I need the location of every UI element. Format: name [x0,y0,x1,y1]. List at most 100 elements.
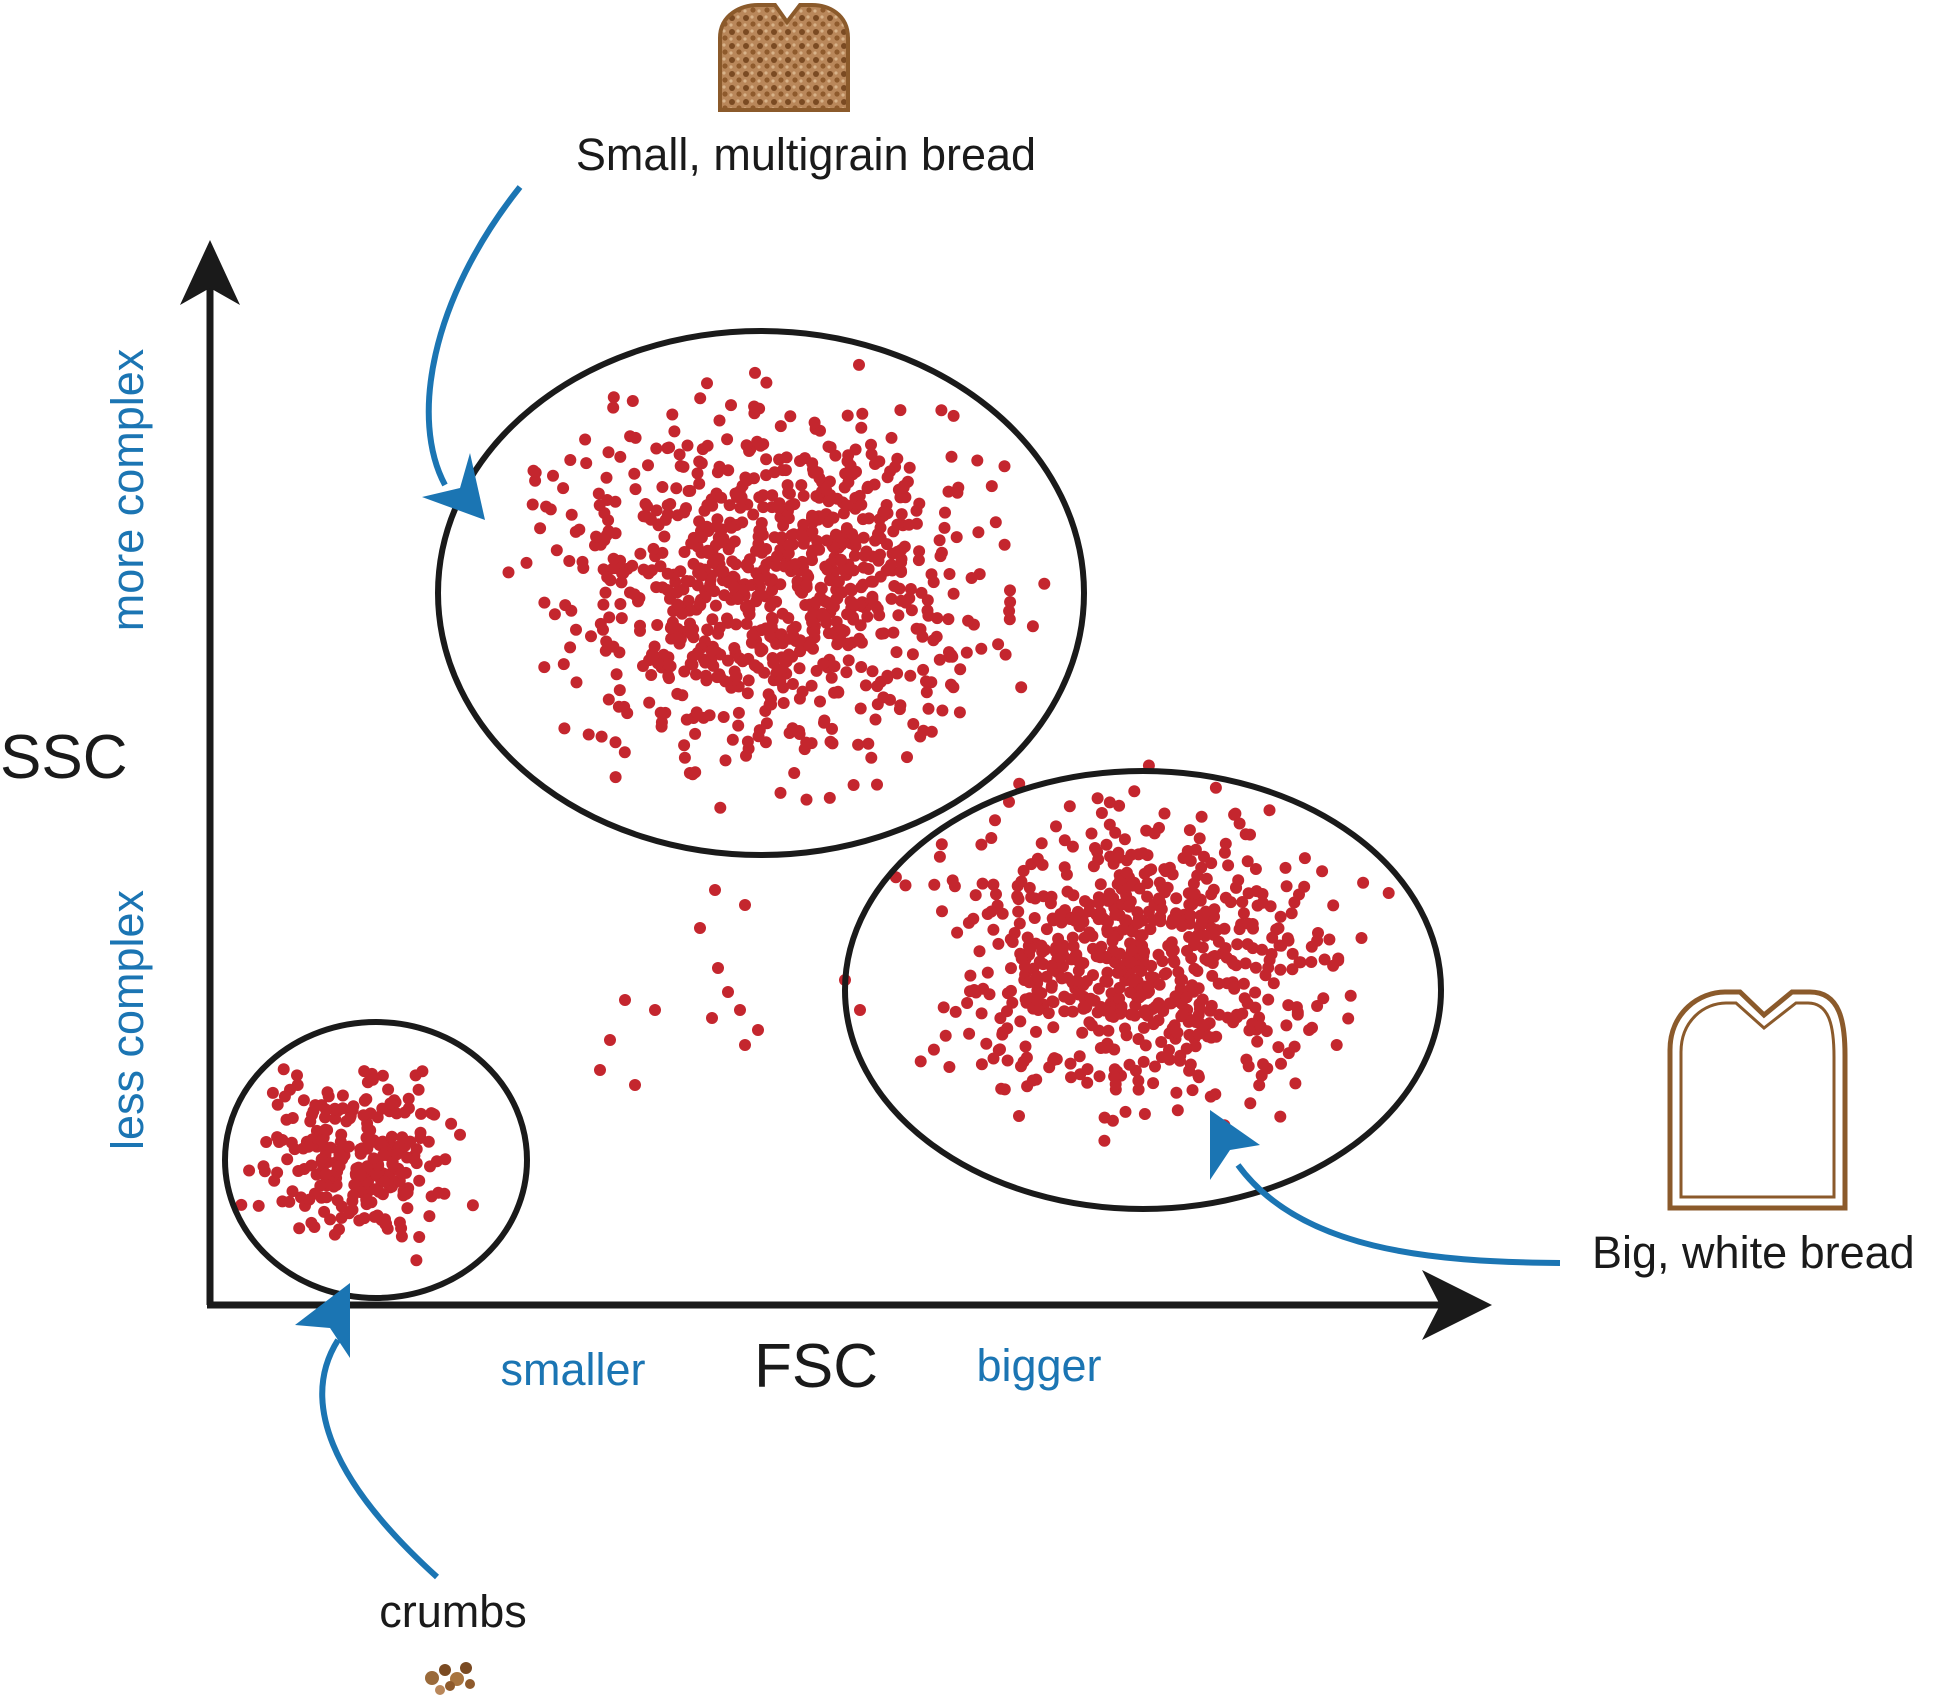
multigrain-dot [618,700,631,713]
multigrain-dot [998,460,1011,473]
white-bread-dot [1274,1110,1287,1123]
multigrain-dot [690,668,702,681]
white-bread-dot [1174,1049,1187,1062]
multigrain-dot [550,544,563,557]
white-bread-dot [1256,943,1268,956]
white-bread-dot [1280,1019,1293,1032]
crumbs-dot [400,1187,413,1200]
white-bread-dot [1266,931,1279,944]
crumbs-dot [333,1160,346,1173]
white-bread-dot [1303,1024,1316,1036]
white-bread-dot [1064,1057,1077,1070]
multigrain-dot [910,622,923,635]
stray-dot [629,1079,641,1091]
multigrain-dot [626,395,639,407]
white-bread-dot [1184,909,1197,922]
multigrain-dot [841,409,854,422]
multigrain-dot [599,586,612,599]
multigrain-dot [604,574,617,587]
y-axis-arrowhead [180,240,240,305]
white-bread-dot [1101,923,1114,936]
crumbs-dot [319,1123,332,1136]
white-bread-dot [1207,928,1220,941]
white-bread-dot [1024,943,1037,955]
crumbs-dot [293,1222,306,1235]
multigrain-dot [559,599,572,612]
crumbs-dot [276,1134,289,1146]
white-bread-dot [964,985,976,998]
white-bread-dot [946,874,959,887]
multigrain-dot [874,570,887,583]
multigrain-dot [671,586,684,599]
white-bread-dot [1262,993,1275,1006]
crumbs-dot [361,1076,374,1089]
crumbs-dot [243,1164,256,1177]
white-bread-dot [1047,1021,1060,1034]
multigrain-dot [873,455,886,468]
multigrain-dot [765,620,778,633]
multigrain-dot [695,457,708,470]
white-bread-dot [914,1055,927,1068]
white-bread-dot [1095,807,1108,819]
white-bread-dot [1021,931,1034,944]
white-bread-dot [1193,832,1206,845]
multigrain-dot [722,464,735,477]
multigrain-dot [843,562,856,575]
multigrain-dot [856,407,869,420]
white-bread-dot [1197,1019,1210,1032]
white-bread-dot [1029,892,1042,905]
white-bread-gate [842,768,1444,1212]
multigrain-dot [661,567,674,580]
y-axis [180,240,240,1305]
white-bread-dot [1113,992,1126,1005]
multigrain-dot [925,725,938,738]
multigrain-dot [827,511,840,524]
multigrain-dot [824,574,836,587]
multigrain-dot [725,399,737,412]
multigrain-dot [650,442,663,455]
multigrain-dot [894,699,907,712]
multigrain-dot [850,533,862,546]
white-bread-dot [1136,929,1149,942]
multigrain-dot [805,679,818,692]
white-bread-dot [1293,956,1306,969]
multigrain-dot [721,433,734,446]
white-bread-dot [1141,890,1154,903]
multigrain-dot [942,613,955,626]
white-bread-dot [1087,860,1100,873]
multigrain-dot [971,454,984,467]
white-bread-dot [1171,1026,1184,1039]
white-bread-dot [1055,972,1068,985]
multigrain-dot [673,448,686,461]
multigrain-dot [848,598,861,611]
white-bread-dot [1239,957,1252,970]
multigrain-dot [834,634,847,647]
multigrain-dot [585,630,597,643]
white-bread-dot [1267,977,1280,990]
white-bread-dot [1195,861,1208,874]
multigrain-dot [740,749,752,762]
crumbs-dot [297,1094,310,1107]
multigrain-dot [943,568,956,580]
multigrain-dot [668,425,681,438]
multigrain-dot [762,688,775,701]
multigrain-dot [680,713,693,726]
white-bread-dot [1066,1005,1079,1018]
white-bread-dot [1040,923,1053,936]
multigrain-dot [920,675,932,688]
white-bread-dot [1102,894,1114,907]
white-bread-dot [1382,887,1395,899]
white-bread-dot [1147,1018,1160,1031]
multigrain-dot [593,499,606,512]
white-bread-dot [1006,936,1019,948]
multigrain-dot [915,586,928,599]
crumbs-dot [343,1112,356,1125]
multigrain-dot [662,670,675,683]
white-bread-dot [1035,939,1048,952]
multigrain-dot [602,446,615,459]
multigrain-dot [739,471,752,484]
crumbs-dot [260,1136,273,1148]
multigrain-bread-icon [718,2,850,112]
white-bread-dot [1031,852,1044,865]
multigrain-dot [894,404,907,417]
